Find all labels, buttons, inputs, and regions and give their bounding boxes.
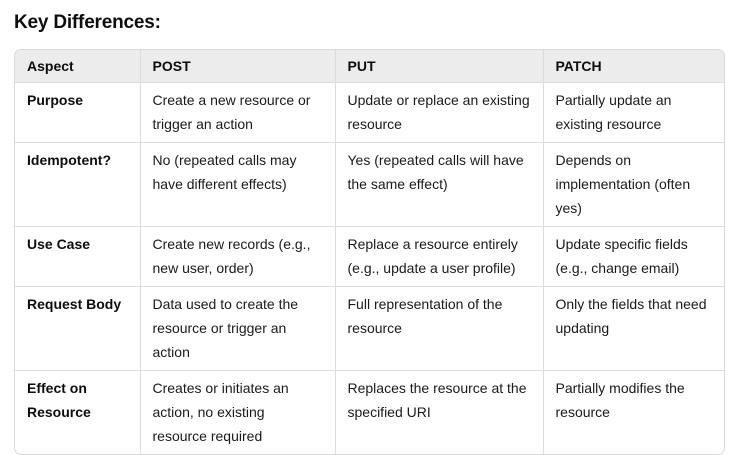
row-aspect-label: Idempotent?	[15, 142, 141, 227]
row-aspect-label: Effect on Resource	[15, 370, 141, 454]
row-aspect-label: Use Case	[15, 226, 141, 287]
table-row: Idempotent? No (repeated calls may have …	[15, 142, 724, 227]
table-row: Purpose Create a new resource or trigger…	[15, 82, 724, 143]
header-aspect: Aspect	[15, 50, 141, 83]
cell-post: No (repeated calls may have different ef…	[140, 142, 336, 227]
row-aspect-label: Purpose	[15, 82, 141, 143]
comparison-table-container: Aspect POST PUT PATCH Purpose Create a n…	[14, 49, 725, 455]
table-row: Use Case Create new records (e.g., new u…	[15, 226, 724, 287]
cell-patch: Partially update an existing resource	[543, 82, 724, 143]
cell-post: Data used to create the resource or trig…	[140, 286, 336, 371]
cell-post: Create new records (e.g., new user, orde…	[140, 226, 336, 287]
cell-put: Update or replace an existing resource	[335, 82, 544, 143]
cell-patch: Only the fields that need updating	[543, 286, 724, 371]
comparison-table: Aspect POST PUT PATCH Purpose Create a n…	[15, 50, 724, 454]
header-post: POST	[140, 50, 336, 83]
header-patch: PATCH	[543, 50, 724, 83]
cell-put: Replace a resource entirely (e.g., updat…	[335, 226, 544, 287]
cell-put: Full representation of the resource	[335, 286, 544, 371]
table-header-row: Aspect POST PUT PATCH	[15, 50, 724, 83]
cell-patch: Update specific fields (e.g., change ema…	[543, 226, 724, 287]
cell-put: Yes (repeated calls will have the same e…	[335, 142, 544, 227]
table-row: Effect on Resource Creates or initiates …	[15, 370, 724, 454]
header-put: PUT	[335, 50, 544, 83]
cell-post: Creates or initiates an action, no exist…	[140, 370, 336, 454]
row-aspect-label: Request Body	[15, 286, 141, 371]
table-row: Request Body Data used to create the res…	[15, 286, 724, 371]
section-heading: Key Differences:	[14, 12, 161, 33]
cell-put: Replaces the resource at the specified U…	[335, 370, 544, 454]
cell-patch: Partially modifies the resource	[555, 379, 685, 420]
cell-patch: Depends on implementation (often yes)	[543, 142, 724, 227]
cell-post: Create a new resource or trigger an acti…	[140, 82, 336, 143]
